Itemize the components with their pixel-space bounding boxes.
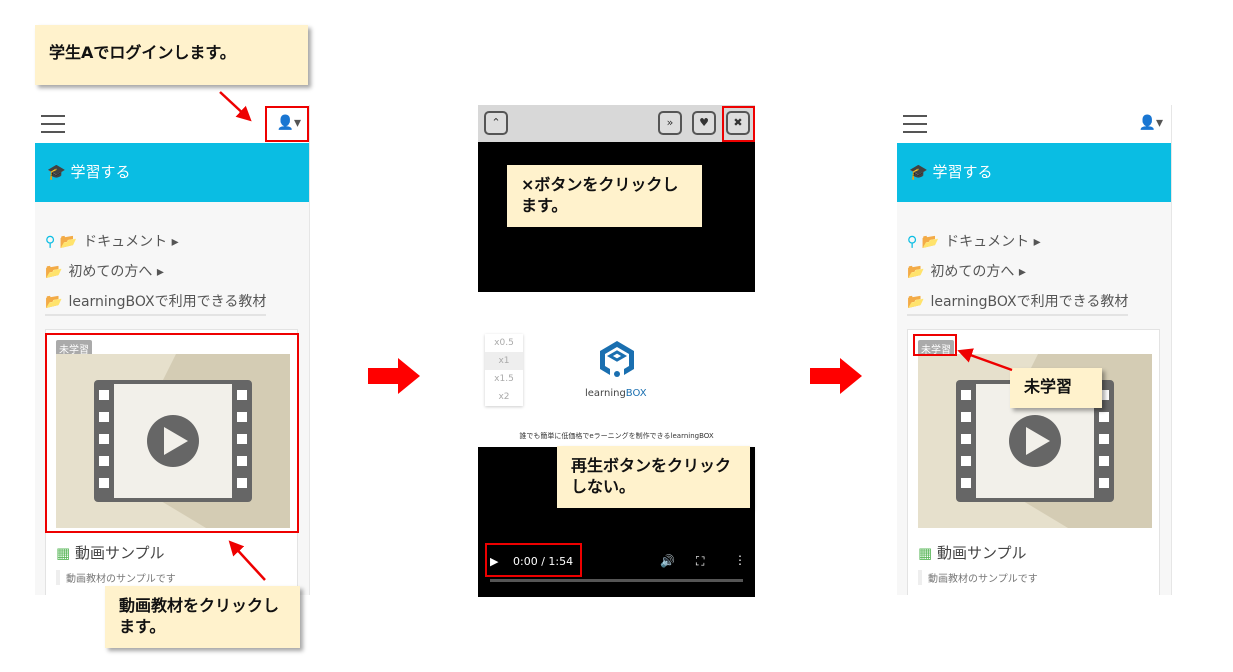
film-play-icon [94, 354, 290, 528]
search-icon[interactable]: ⚲ [45, 234, 56, 250]
highlight-time [485, 543, 582, 577]
fullscreen-icon[interactable]: ⛶ [696, 554, 705, 568]
learn-header[interactable]: 🎓 学習する [35, 143, 309, 202]
learn-label: 学習する [932, 163, 993, 181]
search-icon[interactable]: ⚲ [907, 234, 918, 250]
learn-label: 学習する [70, 163, 131, 181]
forward-icon[interactable]: » [658, 111, 682, 135]
highlight-user-menu [265, 106, 309, 142]
card-title-text: 動画サンプル [74, 544, 165, 562]
callout-no-play: 再生ボタンをクリックしない。 [557, 446, 750, 508]
close-icon[interactable]: ✖ [726, 111, 750, 135]
speed-option[interactable]: x2 [498, 392, 510, 402]
video-thumbnail[interactable] [56, 354, 290, 528]
more-options-icon[interactable]: ⋮ [734, 553, 746, 567]
menu-label: 初めての方へ [930, 264, 1015, 280]
top-bar: 👤▾ [35, 105, 309, 143]
highlight-close [722, 106, 755, 142]
user-menu-icon[interactable]: 👤▾ [1138, 115, 1163, 131]
user-menu-icon[interactable]: 👤▾ [276, 115, 301, 131]
step1-panel: 👤▾ 🎓 学習する ⚲ 📂ドキュメント ▸ 📂初めての方へ ▸ 📂learnin… [35, 105, 310, 595]
card-title[interactable]: ▦ 動画サンプル [56, 542, 165, 563]
hamburger-menu-icon[interactable] [41, 115, 65, 133]
folder-icon: 📂 [45, 264, 63, 280]
video-card[interactable]: 未学習 ▦ 動画サンプル 動画教材のサンプルです [45, 329, 298, 595]
heart-icon[interactable]: ♥ [692, 111, 716, 135]
menu-label: 初めての方へ [68, 264, 153, 280]
collapse-up-icon[interactable]: ⌃ [484, 111, 508, 135]
menu-label: learningBOXで利用できる教材 [68, 294, 267, 310]
speed-option[interactable]: x0.5 [494, 338, 514, 348]
folder-icon: 📂 [907, 294, 925, 310]
video-file-icon: ▦ [56, 544, 71, 562]
progress-bar[interactable] [490, 579, 743, 582]
arrow [219, 91, 252, 122]
graduation-cap-icon: 🎓 [47, 163, 71, 181]
menu-documents[interactable]: ⚲ 📂ドキュメント ▸ [45, 234, 179, 250]
menu-label: ドキュメント [83, 234, 168, 250]
menu-label: learningBOXで利用できる教材 [930, 294, 1129, 310]
highlight-video [45, 333, 299, 533]
status-badge: 未学習 [56, 340, 92, 357]
folder-icon: 📂 [45, 294, 63, 310]
speed-option-selected[interactable]: x1 [485, 352, 523, 370]
card-title[interactable]: ▦ 動画サンプル [918, 542, 1027, 563]
card-description: 動画教材のサンプルです [56, 570, 176, 585]
play-icon[interactable]: ▶ [490, 555, 499, 568]
callout-click-video: 動画教材をクリックします。 [105, 586, 300, 648]
menu-beginners[interactable]: 📂初めての方へ ▸ [907, 264, 1026, 280]
video-thumbnail[interactable] [918, 354, 1152, 528]
volume-icon[interactable]: 🔊 [660, 554, 675, 568]
logo-text: learningBOX [585, 388, 647, 399]
card-title-text: 動画サンプル [936, 544, 1027, 562]
next-arrow-1 [368, 358, 420, 394]
menu-beginners[interactable]: 📂初めての方へ ▸ [45, 264, 164, 280]
learn-header[interactable]: 🎓 学習する [897, 143, 1171, 202]
folder-icon: 📂 [907, 264, 925, 280]
next-arrow-2 [810, 358, 862, 394]
menu-materials[interactable]: 📂 learningBOXで利用できる教材 [907, 291, 1129, 316]
viewer-toolbar: ⌃ » ♥ ✖ [478, 105, 755, 142]
menu-label: ドキュメント [945, 234, 1030, 250]
step3-panel: 👤▾ 🎓 学習する ⚲ 📂ドキュメント ▸ 📂初めての方へ ▸ 📂learnin… [897, 105, 1172, 595]
video-card[interactable]: 未学習 ▦ 動画サンプル 動画教材のサンプルです [907, 329, 1160, 595]
callout-unlearned: 未学習 [1010, 368, 1102, 408]
speed-menu: x0.5 x1 x1.5 x2 [485, 334, 523, 406]
status-badge: 未学習 [918, 340, 954, 357]
callout-login: 学生Aでログインします。 [35, 25, 308, 85]
menu-materials[interactable]: 📂 learningBOXで利用できる教材 [45, 291, 267, 316]
time-display: 0:00 / 1:54 [513, 555, 574, 568]
film-play-icon [956, 354, 1152, 528]
learningbox-logo [600, 341, 634, 377]
graduation-cap-icon: 🎓 [909, 163, 933, 181]
speed-option[interactable]: x1.5 [494, 374, 514, 384]
highlight-badge [913, 334, 957, 356]
video-caption: 誰でも簡単に低価格でeラーニングを制作できるlearningBOX [519, 432, 714, 440]
folder-icon: 📂 [59, 234, 78, 250]
folder-icon: 📂 [921, 234, 940, 250]
video-file-icon: ▦ [918, 544, 933, 562]
hamburger-menu-icon[interactable] [903, 115, 927, 133]
card-description: 動画教材のサンプルです [918, 570, 1038, 585]
menu-documents[interactable]: ⚲ 📂ドキュメント ▸ [907, 234, 1041, 250]
callout-close: ×ボタンをクリックします。 [507, 165, 702, 227]
top-bar: 👤▾ [897, 105, 1171, 143]
